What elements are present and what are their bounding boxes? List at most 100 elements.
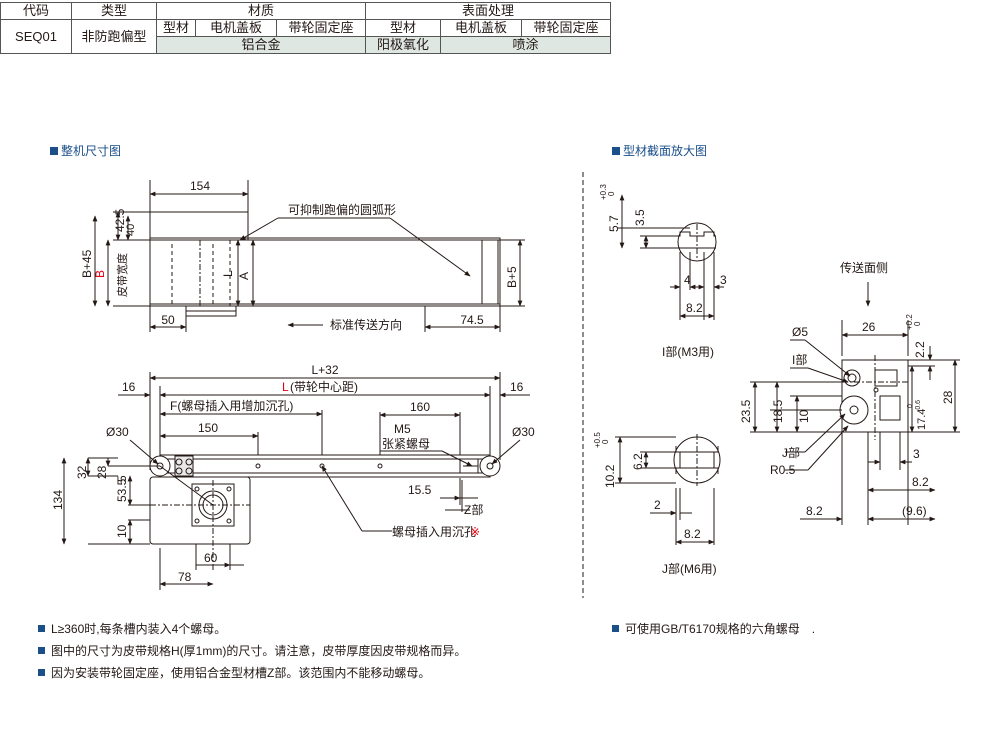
- bullet-square-icon: [38, 625, 45, 632]
- dim-40: 40: [125, 224, 137, 236]
- bullet-square-icon: [50, 147, 58, 155]
- tol-17-top: 0: [907, 404, 914, 408]
- type-cell: 非防跑偏型: [71, 19, 157, 54]
- dim-134: 134: [51, 490, 65, 510]
- bullet-square-icon: [612, 147, 620, 155]
- conveyor-side-label: 传送面侧: [840, 260, 888, 275]
- detail-j: [615, 434, 721, 545]
- dim-150: 150: [198, 421, 218, 435]
- sub-motor-cover-2: 电机盖板: [440, 19, 522, 37]
- dim-phi5: Ø5: [792, 325, 808, 339]
- arc-note: 可抑制跑偏的圆弧形: [288, 202, 396, 217]
- dim-phi30-right: Ø30: [512, 425, 535, 439]
- dim-16-right: 16: [510, 380, 524, 394]
- spec-table: 代码 类型 材质 表面处理 SEQ01 非防跑偏型 型材 电机盖板 带轮固定座 …: [0, 2, 611, 54]
- dim-a: A: [237, 272, 251, 280]
- sub-profile-2: 型材: [365, 19, 441, 37]
- dim-l-pulley-suffix: (带轮中心距): [290, 379, 358, 394]
- i-part-label: I部(M3用): [662, 344, 714, 359]
- dim-8-2-a: 8.2: [912, 475, 929, 489]
- tol-02-bot: 0: [913, 321, 922, 326]
- conveyor-body-top: [149, 237, 501, 307]
- sub-motor-cover: 电机盖板: [195, 19, 277, 37]
- tension-nut-label: 张紧螺母: [382, 437, 430, 451]
- dim-16-left: 16: [122, 380, 136, 394]
- dim-b-plus-5: B+5: [505, 266, 519, 288]
- side-view: [61, 372, 530, 590]
- dim-r0-5: R0.5: [770, 463, 796, 477]
- dim-60: 60: [204, 551, 218, 565]
- header-material: 材质: [156, 2, 366, 20]
- profile-section: [750, 282, 960, 525]
- dim-15-5: 15.5: [408, 483, 432, 497]
- dim-74-5: 74.5: [460, 313, 484, 327]
- dim-28-profile: 28: [941, 390, 955, 404]
- detail-i-labels: 5.7 +0.3 0 3.5 4 3 8.2 I部(M3用): [599, 184, 727, 359]
- note-3: 因为安装带轮固定座，使用铝合金型材槽Z部。该范围内不能移动螺母。: [38, 664, 430, 681]
- tol-03-top: +0.3: [599, 184, 608, 200]
- z-part-label: Z部: [464, 502, 483, 517]
- dim-b: B: [93, 270, 107, 278]
- bullet-square-icon: [38, 669, 45, 676]
- belt-width-label: 皮带宽度: [115, 253, 129, 297]
- dim-8-2-j: 8.2: [684, 527, 701, 541]
- dim-5: 5: [115, 475, 129, 482]
- sub-pulley-seat-2: 带轮固定座: [521, 19, 611, 37]
- material-value: 铝合金: [156, 36, 366, 54]
- dim-b-plus-45: B+45: [80, 249, 94, 278]
- dim-9-6: (9.6): [902, 504, 927, 518]
- dim-phi30-left: Ø30: [106, 425, 129, 439]
- dim-78: 78: [178, 570, 192, 584]
- note-4: 可使用GB/T6170规格的六角螺母 .: [612, 620, 815, 637]
- note-1: L≥360时,每条槽内装入4个螺母。: [38, 620, 226, 637]
- direction-label: 标准传送方向: [330, 317, 402, 332]
- dim-l-plus-32: L+32: [311, 363, 338, 377]
- i-part-callout: I部: [792, 352, 807, 367]
- dim-m5: M5: [394, 422, 411, 436]
- dim-32: 32: [75, 465, 89, 479]
- nut-hole-mark: ※: [470, 525, 480, 539]
- note-2: 图中的尺寸为皮带规格H(厚1mm)的尺寸。请注意，皮带厚度因皮带规格而异。: [38, 642, 466, 659]
- bullet-square-icon: [38, 647, 45, 654]
- header-type: 类型: [71, 2, 157, 20]
- surface-profile-value: 阳极氧化: [365, 36, 441, 54]
- nut-hole-label: 螺母插入用沉孔: [392, 525, 476, 539]
- j-part-label: J部(M6用): [662, 561, 717, 576]
- dim-53-5: 53.5: [115, 478, 129, 502]
- sub-pulley-seat: 带轮固定座: [276, 19, 366, 37]
- dim-l-pulley: L: [282, 380, 289, 394]
- dim-3-5: 3.5: [633, 209, 647, 226]
- dim-50: 50: [161, 313, 175, 327]
- header-code: 代码: [0, 2, 72, 20]
- detail-i: [617, 194, 724, 320]
- dim-17-4: 17.4: [916, 409, 928, 430]
- dim-2: 2: [654, 498, 661, 512]
- dim-8-2-i: 8.2: [686, 301, 703, 315]
- dim-6-2: 6.2: [631, 453, 645, 470]
- top-view: [92, 180, 525, 332]
- dim-f-label: F(螺母插入用增加沉孔): [170, 399, 293, 413]
- side-view-labels: L+32 L (带轮中心距) 16 16 F(螺母插入用增加沉孔) 150 16…: [51, 363, 535, 584]
- technical-drawing: 154 42.5 40 B+45 B 皮带宽度 L A B+5 50 74.5 …: [51, 172, 960, 598]
- dim-3: 3: [720, 273, 727, 287]
- dim-23-5: 23.5: [739, 399, 753, 423]
- surface-other-value: 喷涂: [440, 36, 611, 54]
- tol-02-top: +0.2: [905, 314, 914, 330]
- dim-8-2-b: 8.2: [806, 504, 823, 518]
- tol-17-bot: -0.6: [915, 400, 922, 412]
- dim-154: 154: [190, 179, 210, 193]
- dim-4: 4: [684, 273, 691, 287]
- motor-cover-top: [149, 211, 249, 241]
- dim-3-profile: 3: [913, 447, 920, 461]
- dim-10-2: 10.2: [603, 464, 617, 488]
- code-cell: SEQ01: [0, 19, 72, 54]
- profile-section-labels: 传送面侧 Ø5 26 2.2 +0.2 0 I部 23.5 18.5 10 17…: [739, 260, 955, 518]
- section-profile-title: 型材截面放大图: [612, 142, 707, 159]
- dim-42-5: 42.5: [113, 208, 127, 232]
- j-part-callout: J部: [782, 445, 800, 460]
- dim-18-5: 18.5: [771, 399, 785, 423]
- tol-05-top: +0.5: [593, 432, 602, 448]
- bullet-square-icon: [612, 625, 619, 632]
- detail-j-labels: 10.2 +0.5 0 6.2 2 8.2 J部(M6用): [593, 432, 717, 576]
- dim-10-profile: 10: [797, 409, 811, 423]
